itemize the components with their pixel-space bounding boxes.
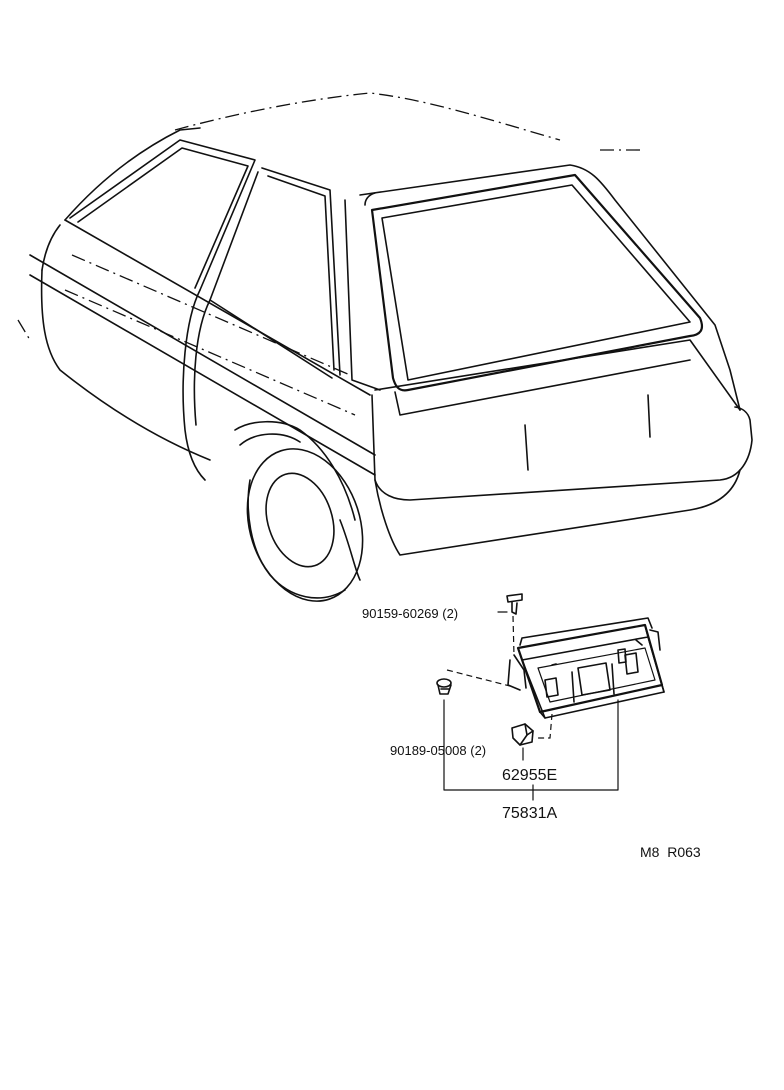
screw-fastener-icon bbox=[506, 593, 523, 615]
push-clip-fastener-icon bbox=[436, 678, 452, 695]
assembly-part-label: 75831A bbox=[502, 805, 557, 822]
panel-part-label: 62955E bbox=[502, 767, 557, 784]
license-plate-panel-illustration bbox=[507, 617, 665, 719]
screw-part-label: 90159-60269 (2) bbox=[362, 606, 458, 621]
sheet-code-label: M8 R063 bbox=[640, 844, 701, 860]
leader-lines bbox=[443, 611, 619, 801]
clip-nut-icon bbox=[511, 723, 534, 746]
hatchback-car-illustration bbox=[17, 92, 753, 602]
clip-part-label: 90189-05008 (2) bbox=[390, 743, 486, 758]
